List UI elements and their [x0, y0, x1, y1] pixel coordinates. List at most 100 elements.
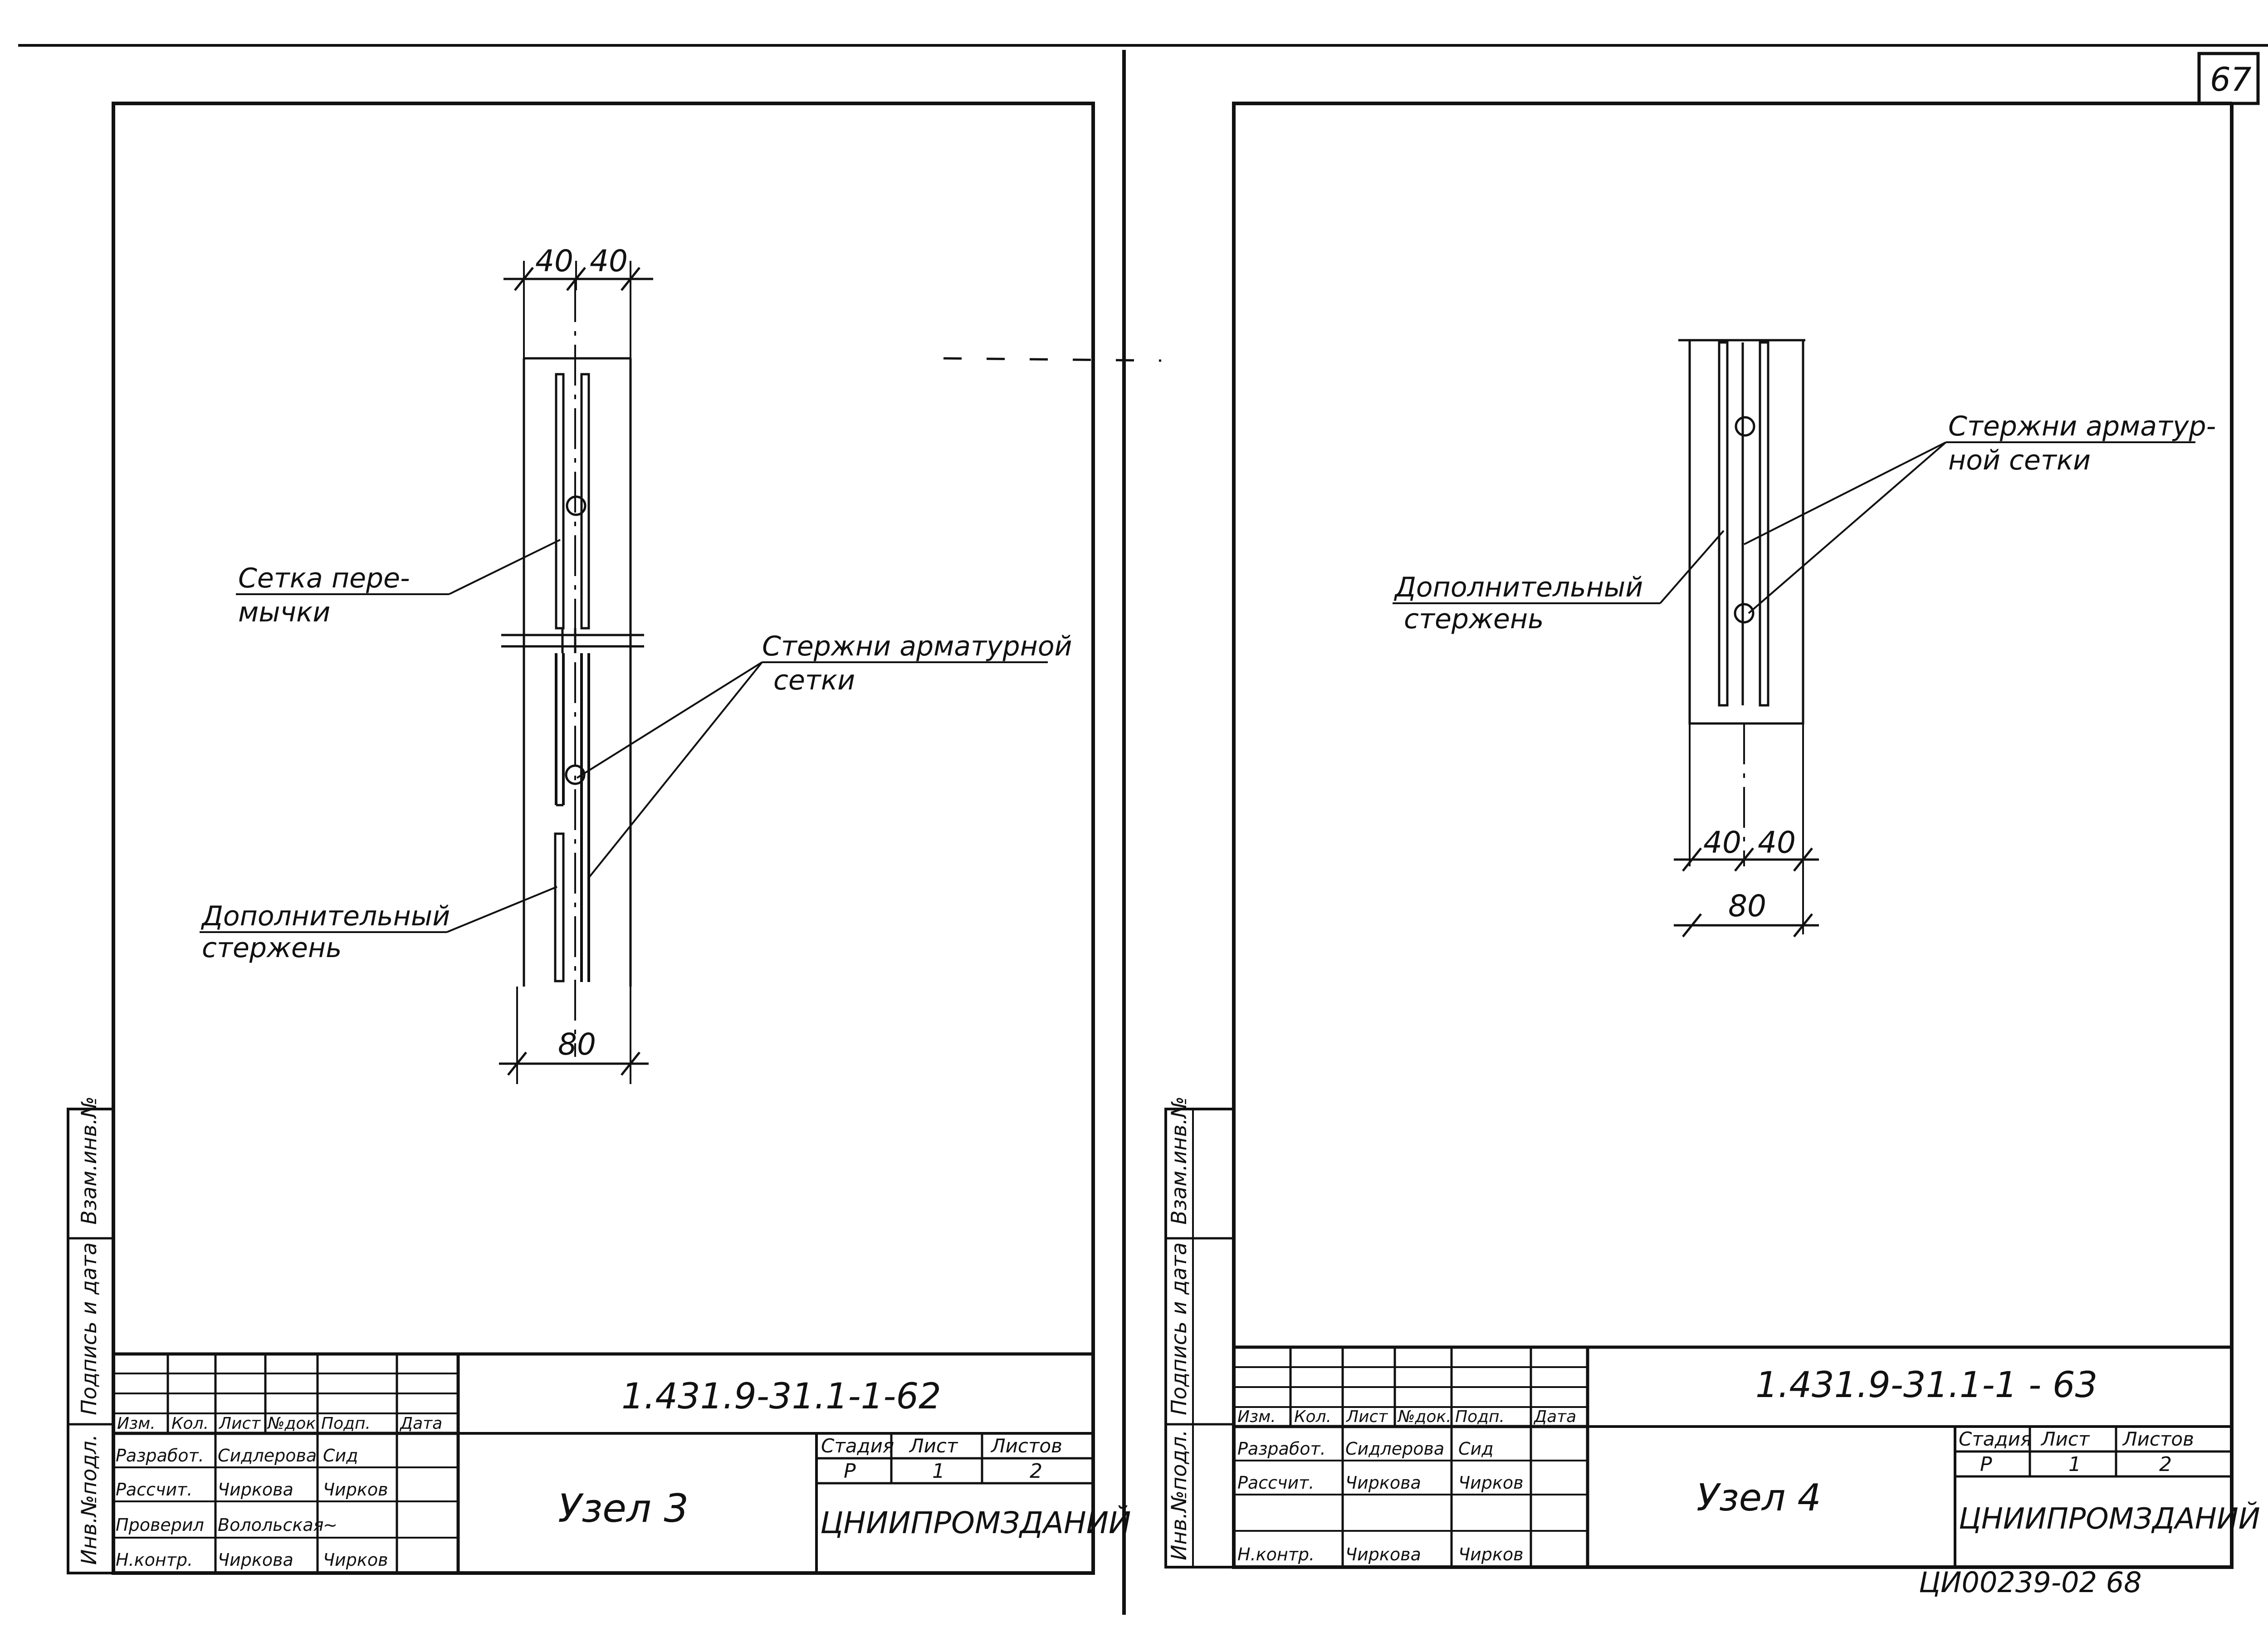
- r-callout-rods-line1: Стержни арматур-: [1948, 410, 2216, 442]
- left-side-stamps: Взам.инв.№ Подпись и дата Инв.№подл.: [67, 1096, 115, 1574]
- staff-role-2: Рассчит.: [116, 1480, 192, 1500]
- page-number: 67: [2210, 60, 2252, 98]
- r-rev-header-podp: Подп.: [1455, 1407, 1505, 1426]
- staff-name-3: Волольская: [218, 1515, 324, 1535]
- callout-rods: Стержни арматурной сетки: [576, 630, 1072, 879]
- r-stage-value: Р: [1980, 1453, 1992, 1476]
- callout-mesh-line2: мычки: [238, 596, 330, 628]
- rev-header-ndok: №док.: [267, 1414, 321, 1433]
- r-staff-role-1: Разработ.: [1237, 1439, 1326, 1459]
- r-staff-sign-4: Чирков: [1458, 1544, 1523, 1564]
- callout-extra-line2: стержень: [202, 932, 342, 964]
- r-staff-name-2: Чиркова: [1345, 1473, 1421, 1493]
- sheet-value: 1: [932, 1460, 945, 1483]
- rev-header-podp: Подп.: [321, 1414, 371, 1433]
- rev-header-izm: Изм.: [117, 1414, 156, 1433]
- callout-rods-line1: Стержни арматурной: [762, 630, 1072, 662]
- stamp-podpis: Подпись и дата: [77, 1242, 101, 1415]
- dim-top-left: 40: [535, 244, 573, 279]
- r-dim-bottom: 80: [1728, 889, 1766, 924]
- extra-bar: [554, 832, 565, 982]
- r-sheets-header: Листов: [2122, 1428, 2194, 1450]
- rev-header-kol: Кол.: [171, 1414, 209, 1433]
- staff-sign-1: Сид: [323, 1446, 358, 1466]
- right-sheet: Взам.инв.№ Подпись и дата Инв.№подл. 40 …: [1164, 102, 2260, 1569]
- callout-rods-line2: сетки: [773, 665, 855, 696]
- r-designation: 1.431.9-31.1-1 - 63: [1755, 1365, 2097, 1406]
- right-side-stamps: Взам.инв.№ Подпись и дата Инв.№подл.: [1164, 1096, 1235, 1569]
- left-title-block: Изм. Кол. Лист №док. Подп. Дата Разработ…: [113, 1352, 1131, 1573]
- r-callout-extra-line2: стержень: [1404, 603, 1544, 635]
- callout-extra-line1: Дополнительный: [200, 900, 450, 932]
- r-rev-header-kol: Кол.: [1294, 1407, 1331, 1426]
- r-rod-circle-lower: [1734, 603, 1755, 624]
- rod-circle-upper: [566, 495, 587, 516]
- staff-sign-4: Чирков: [323, 1550, 388, 1570]
- staff-sign-2: Чирков: [323, 1480, 388, 1500]
- staff-role-3: Проверил: [116, 1515, 204, 1535]
- r-rev-header-data: Дата: [1533, 1407, 1576, 1426]
- r-stamp-vzam: Взам.инв.№: [1167, 1096, 1191, 1225]
- r-callout-rods: Стержни арматур- ной сетки: [1744, 410, 2216, 614]
- stage-header: Стадия: [821, 1435, 894, 1457]
- dim-top-right: 40: [590, 244, 628, 279]
- staff-name-4: Чиркова: [218, 1550, 293, 1570]
- staff-name-1: Сидлерова: [218, 1446, 317, 1466]
- dim-bottom: 80: [558, 1027, 596, 1062]
- mesh-rod-left: [555, 373, 565, 630]
- rev-header-list: Лист: [218, 1414, 261, 1433]
- staff-sign-3: ~: [323, 1515, 337, 1535]
- stamp-inv: Инв.№подл.: [77, 1434, 101, 1565]
- left-wall-section: [501, 281, 644, 1057]
- r-stamp-inv: Инв.№подл.: [1167, 1430, 1191, 1560]
- mesh-rod-right: [580, 373, 590, 630]
- r-rev-header-ndok: №док.: [1397, 1407, 1452, 1426]
- right-dimension-4040: 40 40: [1674, 825, 1819, 872]
- left-top-dimension: 40 40: [503, 244, 653, 358]
- r-staff-name-4: Чиркова: [1345, 1544, 1421, 1564]
- organization: ЦНИИПРОМЗДАНИЙ: [820, 1505, 1131, 1540]
- r-staff-name-1: Сидлерова: [1345, 1439, 1444, 1459]
- left-bottom-dimension: 80: [499, 987, 649, 1084]
- callout-extra-bar: Дополнительный стержень: [200, 886, 557, 964]
- r-dim-top-left: 40: [1703, 825, 1741, 860]
- r-dim-top-right: 40: [1758, 825, 1796, 860]
- r-sheet-value: 1: [2068, 1453, 2081, 1476]
- rev-header-data: Дата: [399, 1414, 442, 1433]
- r-stamp-podpis: Подпись и дата: [1167, 1242, 1191, 1415]
- staff-role-1: Разработ.: [116, 1446, 204, 1466]
- staff-name-2: Чиркова: [218, 1480, 293, 1500]
- r-callout-rods-line2: ной сетки: [1948, 445, 2091, 476]
- staff-role-4: Н.контр.: [116, 1550, 193, 1570]
- rod-circle-lower: [565, 764, 586, 785]
- right-wall-section: [1678, 339, 1805, 934]
- stamp-vzam: Взам.инв.№: [77, 1096, 101, 1225]
- r-rev-header-list: Лист: [1345, 1407, 1388, 1426]
- r-callout-extra-line1: Дополнительный: [1393, 572, 1643, 603]
- r-organization: ЦНИИПРОМЗДАНИЙ: [1959, 1501, 2260, 1536]
- left-sheet-frame: [112, 102, 1095, 1575]
- r-stage-header: Стадия: [1959, 1428, 2032, 1450]
- dashed-crease: [943, 357, 1162, 362]
- left-sheet: Взам.инв.№ Подпись и дата Инв.№подл.: [67, 102, 1131, 1575]
- callout-mesh: Сетка пере- мычки: [236, 539, 561, 628]
- designation: 1.431.9-31.1-1-62: [621, 1376, 941, 1417]
- r-sheet-header: Лист: [2040, 1428, 2090, 1450]
- r-staff-role-4: Н.контр.: [1237, 1544, 1315, 1564]
- r-staff-sign-2: Чирков: [1458, 1473, 1523, 1493]
- r-sheets-value: 2: [2159, 1453, 2172, 1476]
- r-mesh-rod-right: [1759, 341, 1769, 707]
- stage-value: Р: [844, 1460, 856, 1483]
- r-mesh-rod-left: [1718, 341, 1729, 707]
- r-node-name: Узел 4: [1696, 1476, 1821, 1520]
- footer-code: ЦИ00239-02 68: [1919, 1566, 2142, 1599]
- sheets-header: Листов: [990, 1435, 1062, 1457]
- r-rev-header-izm: Изм.: [1237, 1407, 1276, 1426]
- node-name: Узел 3: [558, 1486, 689, 1531]
- r-callout-extra-bar: Дополнительный стержень: [1393, 530, 1725, 635]
- r-staff-sign-1: Сид: [1458, 1439, 1494, 1459]
- r-rod-circle-upper: [1735, 416, 1755, 437]
- right-dimension-80: 80: [1674, 889, 1819, 938]
- sheet-header: Лист: [909, 1435, 958, 1457]
- callout-mesh-line1: Сетка пере-: [238, 562, 410, 594]
